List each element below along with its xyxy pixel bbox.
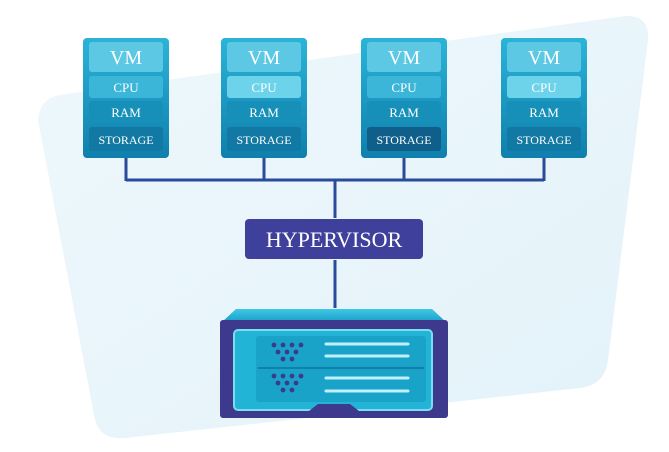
vm-cpu-label: CPU bbox=[251, 80, 277, 95]
vm-ram-label: RAM bbox=[529, 105, 559, 120]
drive-1-indicator-dots bbox=[271, 342, 304, 362]
vm-storage-label: STORAGE bbox=[236, 133, 291, 147]
vm-cpu-band bbox=[507, 76, 581, 98]
vm-card: VM CPU RAM STORAGE bbox=[83, 38, 169, 158]
hypervisor-box: HYPERVISOR bbox=[245, 219, 423, 259]
drive-2-indicator-dots bbox=[271, 373, 304, 393]
vm-ram-label: RAM bbox=[249, 105, 279, 120]
vm-title-band bbox=[227, 42, 301, 72]
vm-cpu-label: CPU bbox=[531, 80, 557, 95]
vm-title: VM bbox=[248, 47, 280, 69]
vm-title: VM bbox=[528, 47, 560, 69]
vm-title: VM bbox=[388, 47, 420, 69]
vm-cpu-label: CPU bbox=[391, 80, 417, 95]
vm-card: VM CPU RAM STORAGE bbox=[501, 38, 587, 158]
server-hardware-icon bbox=[220, 309, 448, 418]
vm-cpu-band bbox=[367, 76, 441, 98]
vm-ram-band bbox=[507, 101, 581, 123]
vm-title: VM bbox=[110, 47, 142, 69]
vm-title-band bbox=[367, 42, 441, 72]
vm-card: VM CPU RAM STORAGE bbox=[221, 38, 307, 158]
vm-cpu-label: CPU bbox=[113, 80, 139, 95]
server-top-face bbox=[222, 309, 446, 322]
vm-ram-label: RAM bbox=[111, 105, 141, 120]
vm-storage-label: STORAGE bbox=[516, 133, 571, 147]
vm-ram-band bbox=[89, 101, 163, 123]
vm-ram-band bbox=[227, 101, 301, 123]
connector-lines bbox=[124, 158, 546, 308]
vm-cpu-band bbox=[89, 76, 163, 98]
vm-title-band bbox=[89, 42, 163, 72]
drive-1-slot-lines bbox=[324, 342, 410, 358]
vm-ram-band bbox=[367, 101, 441, 123]
vm-storage-label: STORAGE bbox=[376, 133, 431, 147]
server-bottom-notch bbox=[300, 404, 368, 418]
drive-2-slot-lines bbox=[324, 376, 410, 393]
vm-card: VM CPU RAM STORAGE bbox=[361, 38, 447, 158]
vm-cpu-band bbox=[227, 76, 301, 98]
vm-storage-band bbox=[89, 127, 163, 151]
hypervisor-label: HYPERVISOR bbox=[266, 227, 403, 252]
vm-ram-label: RAM bbox=[389, 105, 419, 120]
vm-storage-band bbox=[507, 127, 581, 151]
vm-storage-band bbox=[227, 127, 301, 151]
vm-title-band bbox=[507, 42, 581, 72]
vm-storage-label: STORAGE bbox=[98, 133, 153, 147]
vm-storage-band bbox=[367, 127, 441, 151]
